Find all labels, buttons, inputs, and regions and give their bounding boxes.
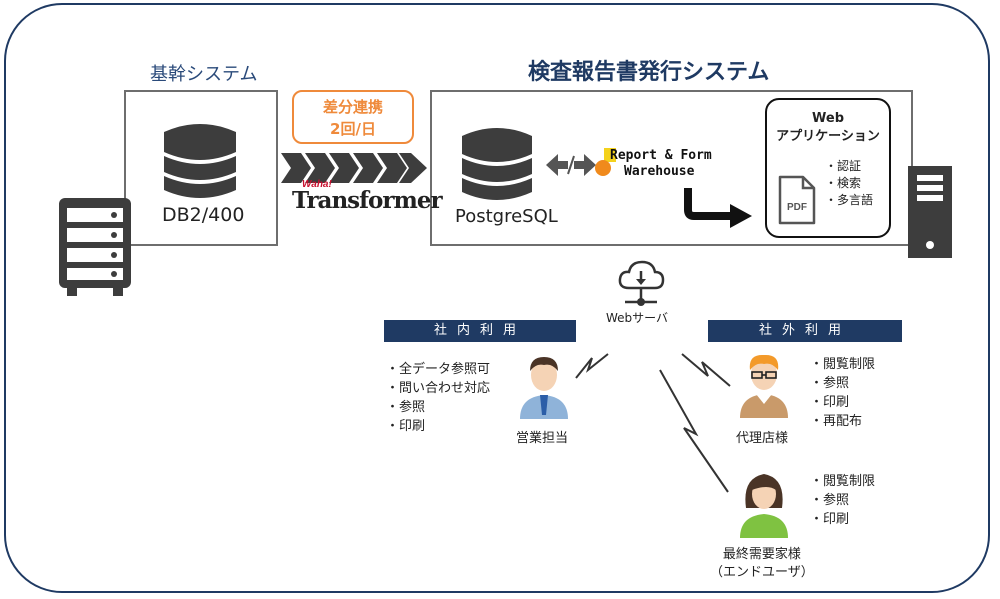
list-item: ・参照 [810,376,850,391]
list-item: ・参照 [810,493,850,508]
cloud-server-icon [618,260,665,306]
sales-person-icon [520,357,568,419]
end-user-label: 最終需要家様 （エンドユーザ） [710,546,814,582]
list-item: ・印刷 [810,395,850,410]
sales-rep-label: 営業担当 [516,431,569,446]
rfw-logo-text: Report & Form Warehouse [610,148,712,180]
list-item: ・全データ参照可 [386,362,491,377]
sync-frequency-line1: 差分連携 [322,98,383,116]
pdf-file-icon: PDF [778,175,816,225]
sync-badge: 差分連携 2回/日 [292,90,414,144]
list-item: ・問い合わせ対応 [386,381,491,396]
core-system-box [124,90,278,246]
postgresql-database-icon [462,128,532,200]
web-app-title-line2: アプリケーション [776,129,880,144]
web-server-label: Webサーバ [606,311,669,325]
db2-database-icon [164,124,236,198]
web-app-features: ・認証 ・検索 ・多言語 [825,158,873,209]
main-system-title: 検査報告書発行システム [528,60,770,85]
server-tower-icon [908,166,952,258]
feature-item: ・認証 [825,159,862,173]
server-rack-icon [59,198,131,296]
db2-label: DB2/400 [162,204,245,226]
outer-frame [4,3,990,593]
list-item: ・印刷 [810,512,850,527]
end-user-label-line2: （エンドユーザ） [710,565,814,580]
web-application-box: Web アプリケーション PDF ・認証 ・検索 ・多言語 [765,98,891,238]
feature-item: ・検索 [825,176,862,190]
agent-label: 代理店様 [736,431,789,446]
transformer-logo: Waha! Transformer [292,179,443,214]
list-item: ・閲覧制限 [810,474,876,489]
lightning-link-icon [681,353,731,387]
rfw-line1: Report & Form [610,148,712,163]
rfw-logo-icon [595,148,616,176]
chevron-arrow-icon [281,153,427,183]
core-system-title: 基幹システム [150,64,258,85]
pdf-label: PDF [787,202,807,213]
agent-person-icon [740,354,788,418]
agent-permissions-list: ・閲覧制限 ・参照 ・印刷 ・再配布 [810,355,875,431]
list-item: ・再配布 [810,414,863,429]
waha-brand-text: Waha! [302,179,332,190]
internal-permissions-list: ・全データ参照可 ・問い合わせ対応 ・参照 ・印刷 [386,360,490,436]
rfw-line2: Warehouse [624,164,695,179]
postgresql-label: PostgreSQL [455,206,558,227]
lightning-link-icon [659,369,729,493]
bent-arrow-icon [684,188,752,228]
transformer-name: Transformer [292,187,443,214]
internal-use-header: 社内利用 [384,320,576,342]
end-user-person-icon [740,474,788,538]
feature-item: ・多言語 [825,193,874,207]
lightning-link-icon [575,353,609,379]
web-app-title: Web アプリケーション [767,110,889,146]
external-use-header: 社外利用 [708,320,902,342]
list-item: ・閲覧制限 [810,357,876,372]
sync-frequency-line2: 2回/日 [330,120,376,138]
end-user-label-line1: 最終需要家様 [722,547,801,562]
list-item: ・印刷 [386,419,426,434]
web-app-title-line1: Web [812,111,844,126]
bidirectional-arrow-icon [546,154,596,176]
end-user-permissions-list: ・閲覧制限 ・参照 ・印刷 [810,472,875,529]
list-item: ・参照 [386,400,426,415]
